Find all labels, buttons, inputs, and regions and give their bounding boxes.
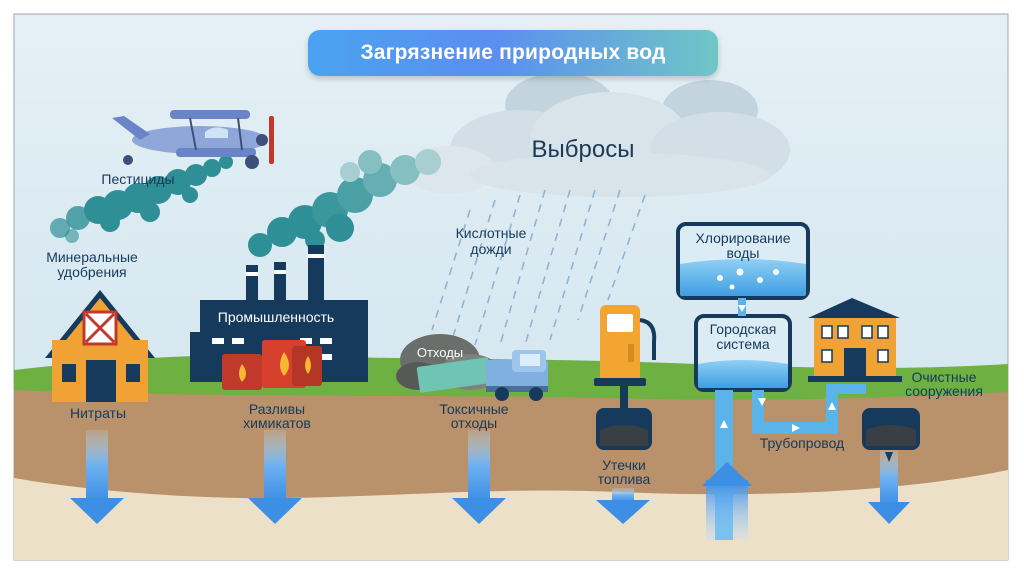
arrow-nitrates: [70, 430, 124, 524]
chlorination-to-city-connector: [738, 298, 746, 316]
label-treatment-line1: Очистные: [912, 369, 977, 385]
groundwater-intake: [702, 390, 752, 540]
title-banner: Загрязнение природных вод: [308, 30, 718, 76]
fuel-tank-icon: [596, 386, 652, 450]
truck-icon: [416, 350, 548, 401]
factory-smoke: [248, 149, 441, 257]
chemical-barrels-icon: [222, 340, 322, 390]
label-pesticides: Пестициды: [101, 171, 174, 187]
label-fertilizers-line2: удобрения: [57, 264, 126, 280]
label-spills-line1: Разливы: [249, 401, 305, 417]
emissions-cloud: [405, 73, 790, 197]
airplane-icon: [112, 110, 274, 169]
label-fertilizers-line1: Минеральные: [46, 249, 138, 265]
pollution-arrows: [70, 430, 910, 524]
label-city-system-line1: Городская: [710, 321, 777, 337]
arrow-fuel-leaks: [596, 488, 650, 524]
label-toxic-line2: отходы: [451, 415, 497, 431]
page-title: Загрязнение природных вод: [360, 41, 666, 64]
acid-rain: [431, 189, 646, 346]
label-emissions: Выбросы: [532, 136, 635, 163]
fuel-pump-icon: [594, 305, 657, 386]
label-industry: Промышленность: [218, 309, 334, 325]
arrow-chemicals: [248, 430, 302, 524]
label-fuel-leaks-line2: топлива: [598, 471, 651, 487]
label-chlorination-line1: Хлорирование: [695, 230, 790, 246]
label-chlorination-line2: воды: [727, 245, 760, 261]
label-pipeline: Трубопровод: [760, 435, 844, 451]
label-spills-line2: химикатов: [243, 415, 311, 431]
label-fuel-leaks-line1: Утечки: [602, 457, 646, 473]
label-treatment-line2: сооружения: [905, 383, 983, 399]
label-waste: Отходы: [417, 345, 463, 360]
pipeline: [752, 384, 866, 434]
arrow-toxic-waste: [452, 430, 506, 524]
label-toxic-line1: Токсичные: [439, 401, 508, 417]
label-city-system-line2: система: [716, 336, 769, 352]
arrow-treatment: [868, 450, 910, 524]
label-acid-rain-line2: дожди: [470, 241, 511, 257]
sewage-tank-icon: [862, 408, 920, 450]
label-acid-rain-line1: Кислотные: [456, 225, 527, 241]
house-icon: [808, 298, 902, 382]
city-system-box: [694, 314, 792, 392]
pesticide-smoke: [50, 155, 233, 243]
barn-icon: [45, 290, 155, 402]
soil-layer: [14, 385, 1008, 499]
chlorination-box: [676, 222, 810, 300]
label-nitrates: Нитраты: [70, 405, 126, 421]
